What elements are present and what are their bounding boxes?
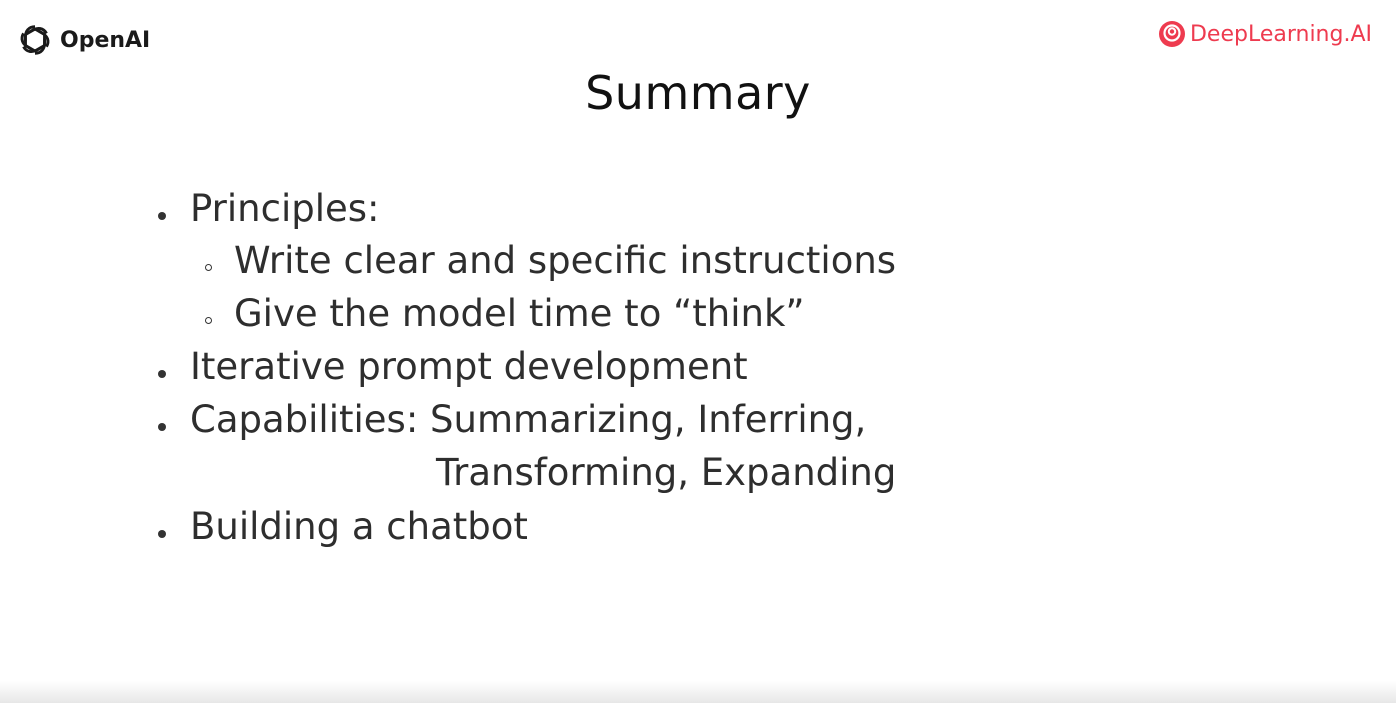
openai-logo: OpenAI (16, 20, 150, 60)
bullet-item-chatbot: Building a chatbot (190, 505, 528, 548)
bottom-shadow (0, 681, 1396, 703)
bullet-marker (158, 212, 166, 220)
bullet-item-capabilities-continuation: Transforming, Expanding (436, 451, 897, 494)
bullet-marker (158, 423, 166, 431)
deeplearning-ai-logo-text: DeepLearning.AI (1189, 21, 1372, 47)
deeplearning-ai-logo: DeepLearning.AI (1158, 18, 1372, 50)
openai-logo-text: OpenAI (60, 27, 151, 53)
sub-bullet-marker (205, 264, 212, 271)
bullet-marker (158, 530, 166, 538)
bullet-item-capabilities: Capabilities: Summarizing, Inferring, (190, 398, 867, 441)
openai-knot-icon (16, 21, 54, 59)
deeplearning-ai-circle-icon (1158, 20, 1186, 48)
bullet-marker (158, 370, 166, 378)
slide-title: Summary (585, 66, 811, 120)
bullet-item-principles: Principles: (190, 187, 380, 230)
sub-bullet-marker (205, 317, 212, 324)
bullet-item-iterative: Iterative prompt development (190, 345, 748, 388)
sub-bullet-time-to-think: Give the model time to “think” (234, 292, 805, 335)
sub-bullet-clear-instructions: Write clear and specific instructions (234, 239, 897, 282)
